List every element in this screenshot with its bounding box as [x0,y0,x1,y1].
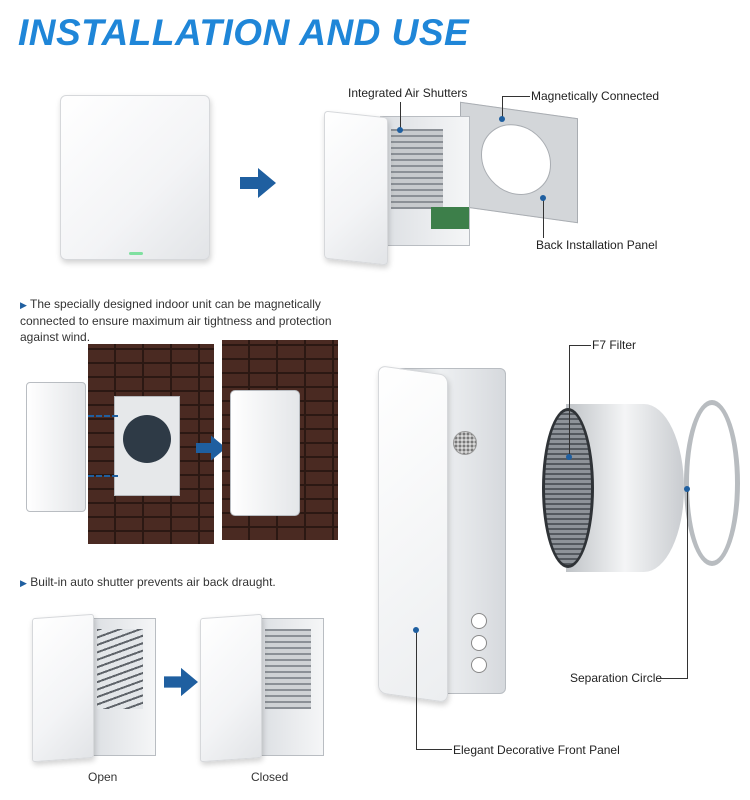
leader-line [400,102,401,130]
filter-cylinder-image [540,400,690,575]
dashed-arrow-bottom [88,475,118,477]
open-shutter-slats [97,629,143,709]
triangle-bullet-icon: ▶ [20,578,27,588]
leader-line [569,345,591,346]
magnetic-note-text: The specially designed indoor unit can b… [20,297,332,344]
unit-closed-image [200,612,326,763]
leader-dot [499,116,505,122]
indoor-unit-body-image [380,116,470,246]
magnetically-connected-label: Magnetically Connected [531,89,660,103]
leader-dot [684,486,690,492]
dashed-arrow-top [88,415,118,417]
shutter-note-text: Built-in auto shutter prevents air back … [30,575,276,589]
back-panel-on-wall-image [114,396,180,496]
triangle-bullet-icon: ▶ [20,300,27,310]
unit-open-image [32,612,158,763]
front-panel-label: Elegant Decorative Front Panel [453,743,620,757]
leader-dot [413,627,419,633]
separation-circle-label: Separation Circle [570,671,663,685]
back-installation-panel-label: Back Installation Panel [536,238,658,252]
right-arrow-icon [240,168,276,198]
leader-line [502,96,503,118]
magnetic-note: ▶ The specially designed indoor unit can… [20,296,360,345]
control-buttons-image [471,613,491,677]
speaker-grille-image [453,431,477,455]
separation-circle-image [684,400,740,566]
brick-wall-image [222,340,338,540]
air-shutters-image [391,129,443,209]
leader-line [656,678,688,679]
exploded-assembly-image [320,101,580,270]
leader-line [543,198,544,238]
indoor-unit-side-image [26,382,86,512]
right-arrow-icon [164,667,198,697]
leader-dot [540,195,546,201]
leader-dot [397,127,403,133]
open-caption: Open [88,770,118,784]
closed-caption: Closed [251,770,289,784]
front-panel-image [60,95,210,260]
right-arrow-icon [196,435,226,461]
leader-line [416,749,452,750]
installed-unit-image [230,390,300,516]
closed-shutter-slats [265,629,311,709]
leader-line [687,490,688,679]
leader-dot [566,454,572,460]
page-title: INSTALLATION AND USE [18,12,470,53]
shutter-note: ▶ Built-in auto shutter prevents air bac… [20,574,340,591]
brick-wall-image [88,344,214,544]
indicator-lights [129,252,143,255]
large-front-panel-image [378,365,448,703]
back-installation-panel-image [460,101,578,224]
leader-line [502,96,530,97]
front-panel-open-image [324,110,388,266]
integrated-air-shutters-label: Integrated Air Shutters [348,86,468,100]
leader-line [416,630,417,750]
leader-line [569,345,570,457]
f7-filter-face-image [542,408,594,568]
f7-filter-label: F7 Filter [592,338,637,352]
